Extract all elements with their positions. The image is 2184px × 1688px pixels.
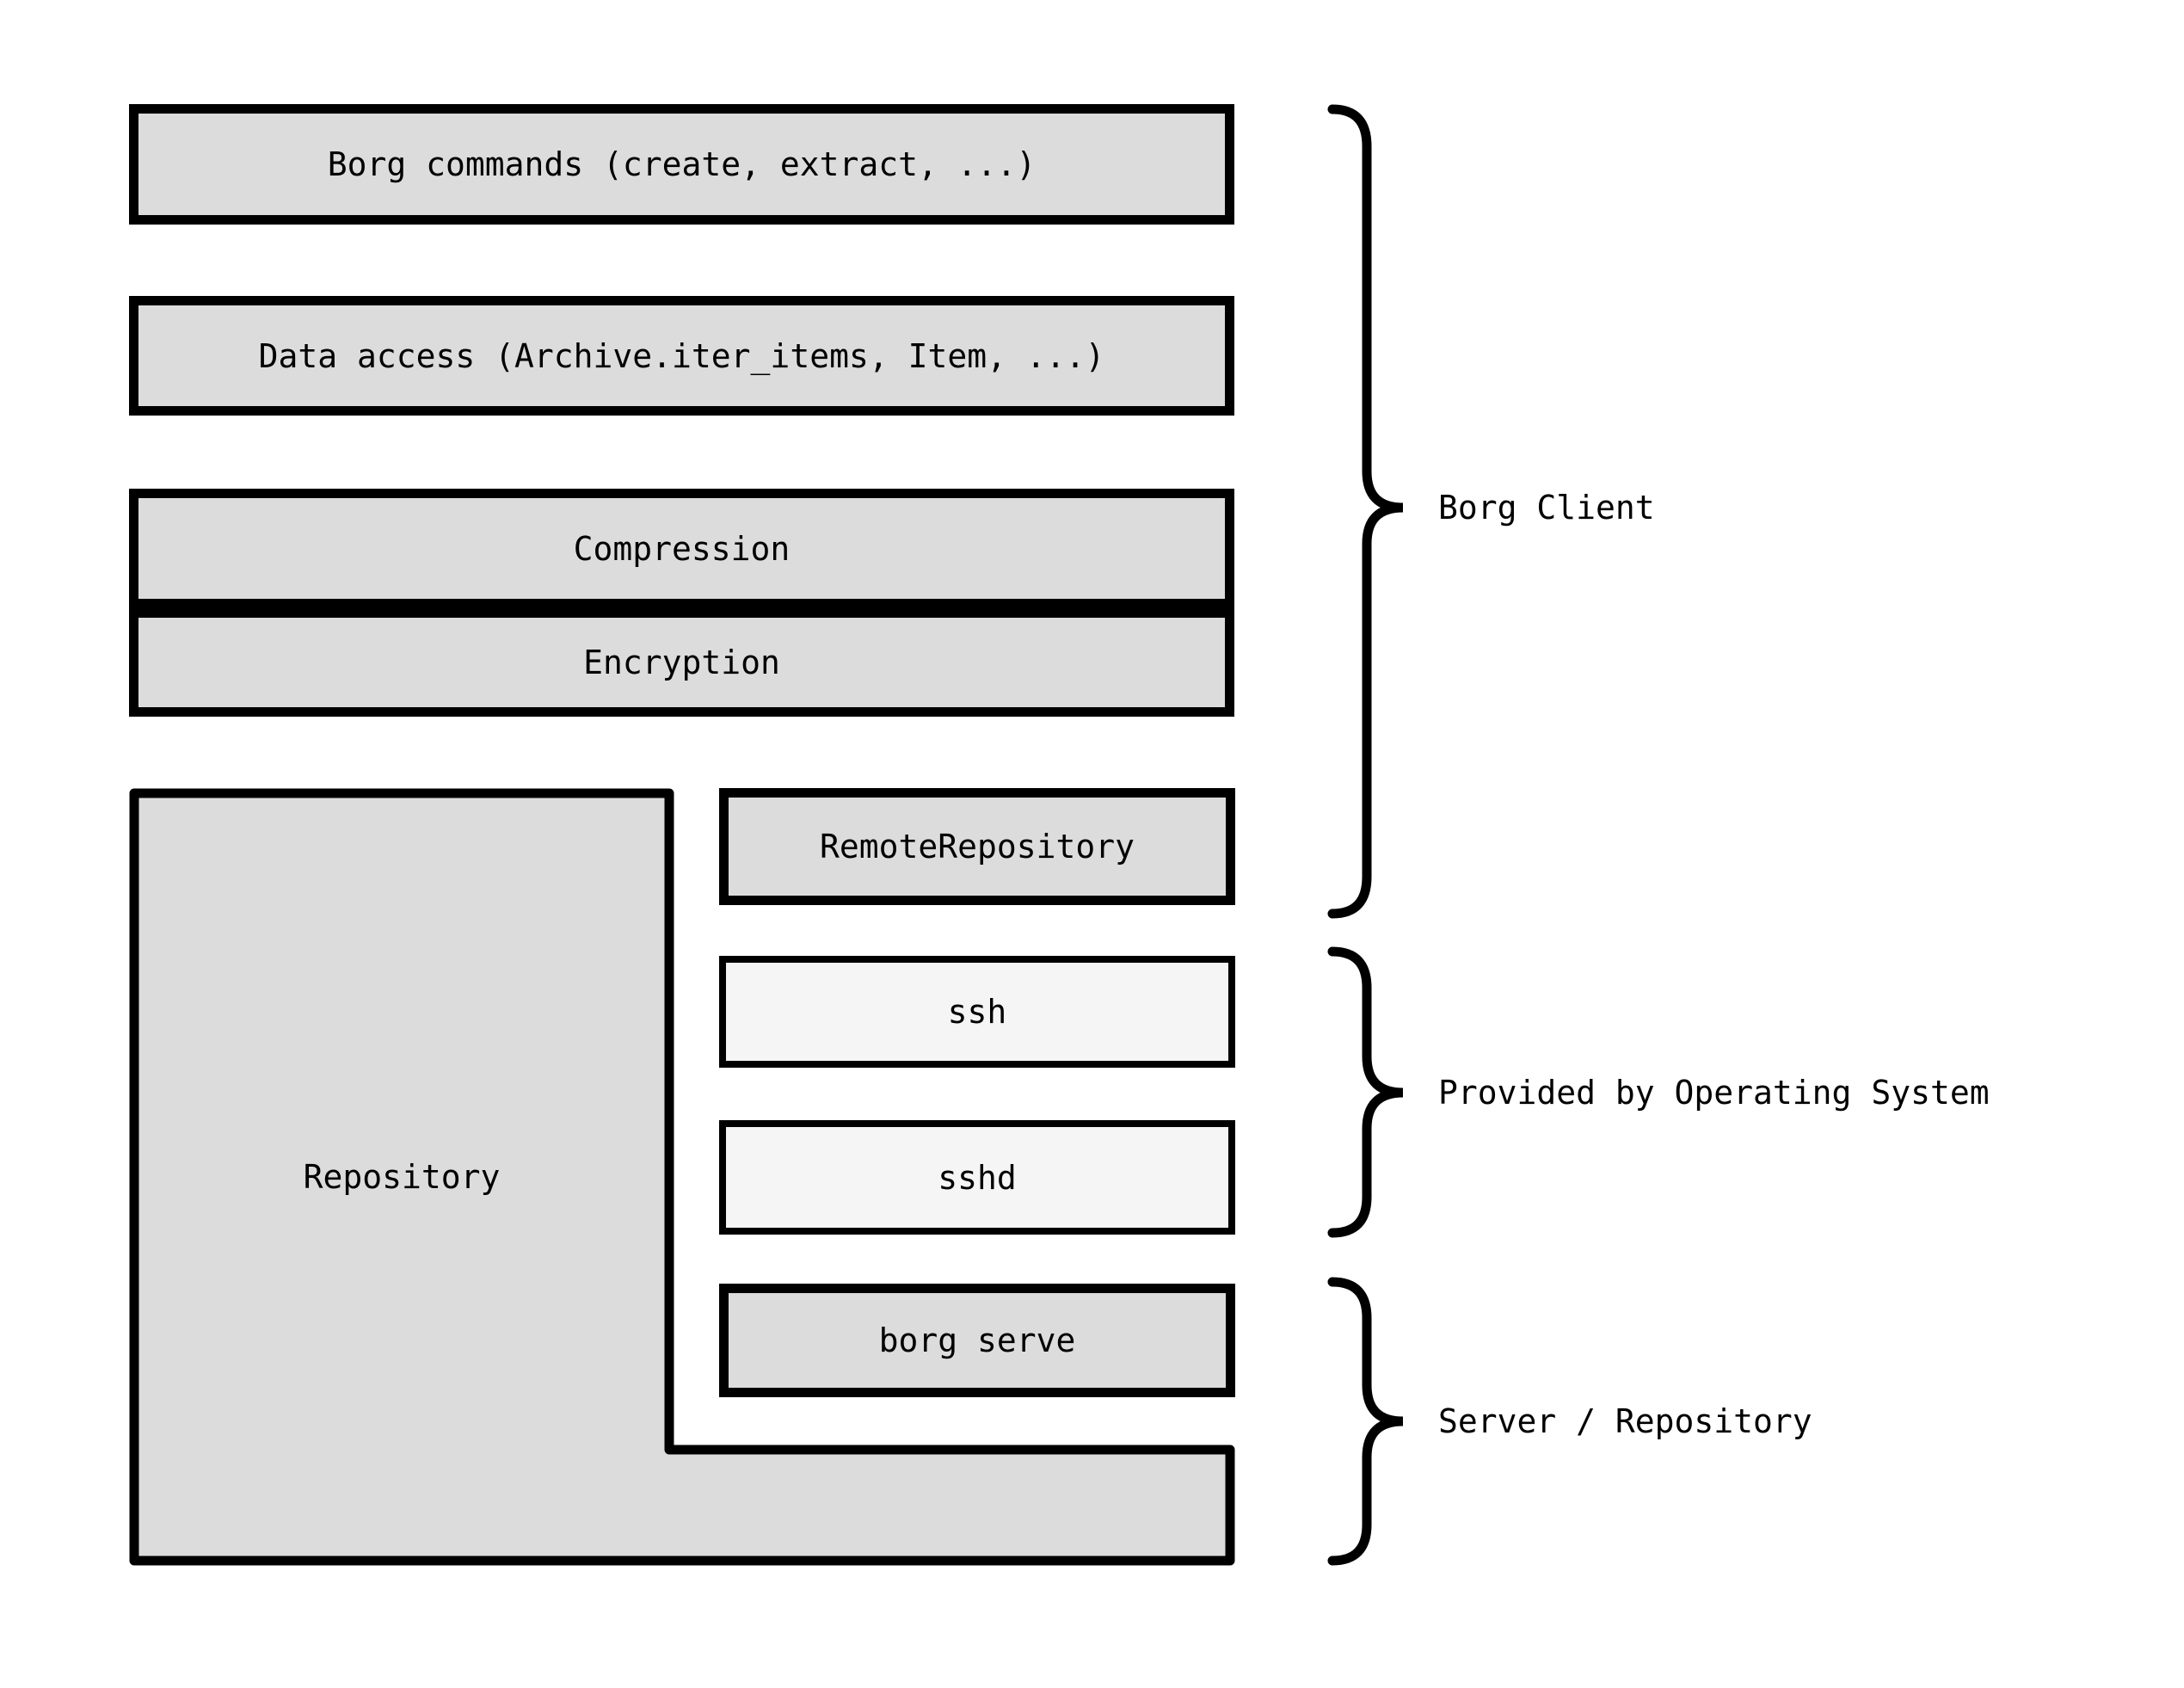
box-data-access: Data access (Archive.iter_items, Item, .… <box>129 296 1234 416</box>
box-sshd: sshd <box>719 1120 1235 1235</box>
box-encryption: Encryption <box>129 608 1234 717</box>
box-ssh: ssh <box>719 956 1235 1068</box>
label-server-repository: Server / Repository <box>1438 1402 1812 1440</box>
box-remote-repository: RemoteRepository <box>719 788 1235 905</box>
brace-server-repository <box>1327 1277 1404 1566</box>
repository-shape <box>129 788 1235 1566</box>
box-borg-serve: borg serve <box>719 1284 1235 1397</box>
label-borg-client: Borg Client <box>1438 489 1655 527</box>
repository-label: Repository <box>303 1158 501 1196</box>
brace-borg-client <box>1327 104 1404 919</box>
brace-provided-by-os <box>1327 946 1404 1238</box>
box-compression: Compression <box>129 489 1234 608</box>
box-borg-commands: Borg commands (create, extract, ...) <box>129 104 1234 225</box>
label-provided-by-os: Provided by Operating System <box>1438 1074 1990 1112</box>
